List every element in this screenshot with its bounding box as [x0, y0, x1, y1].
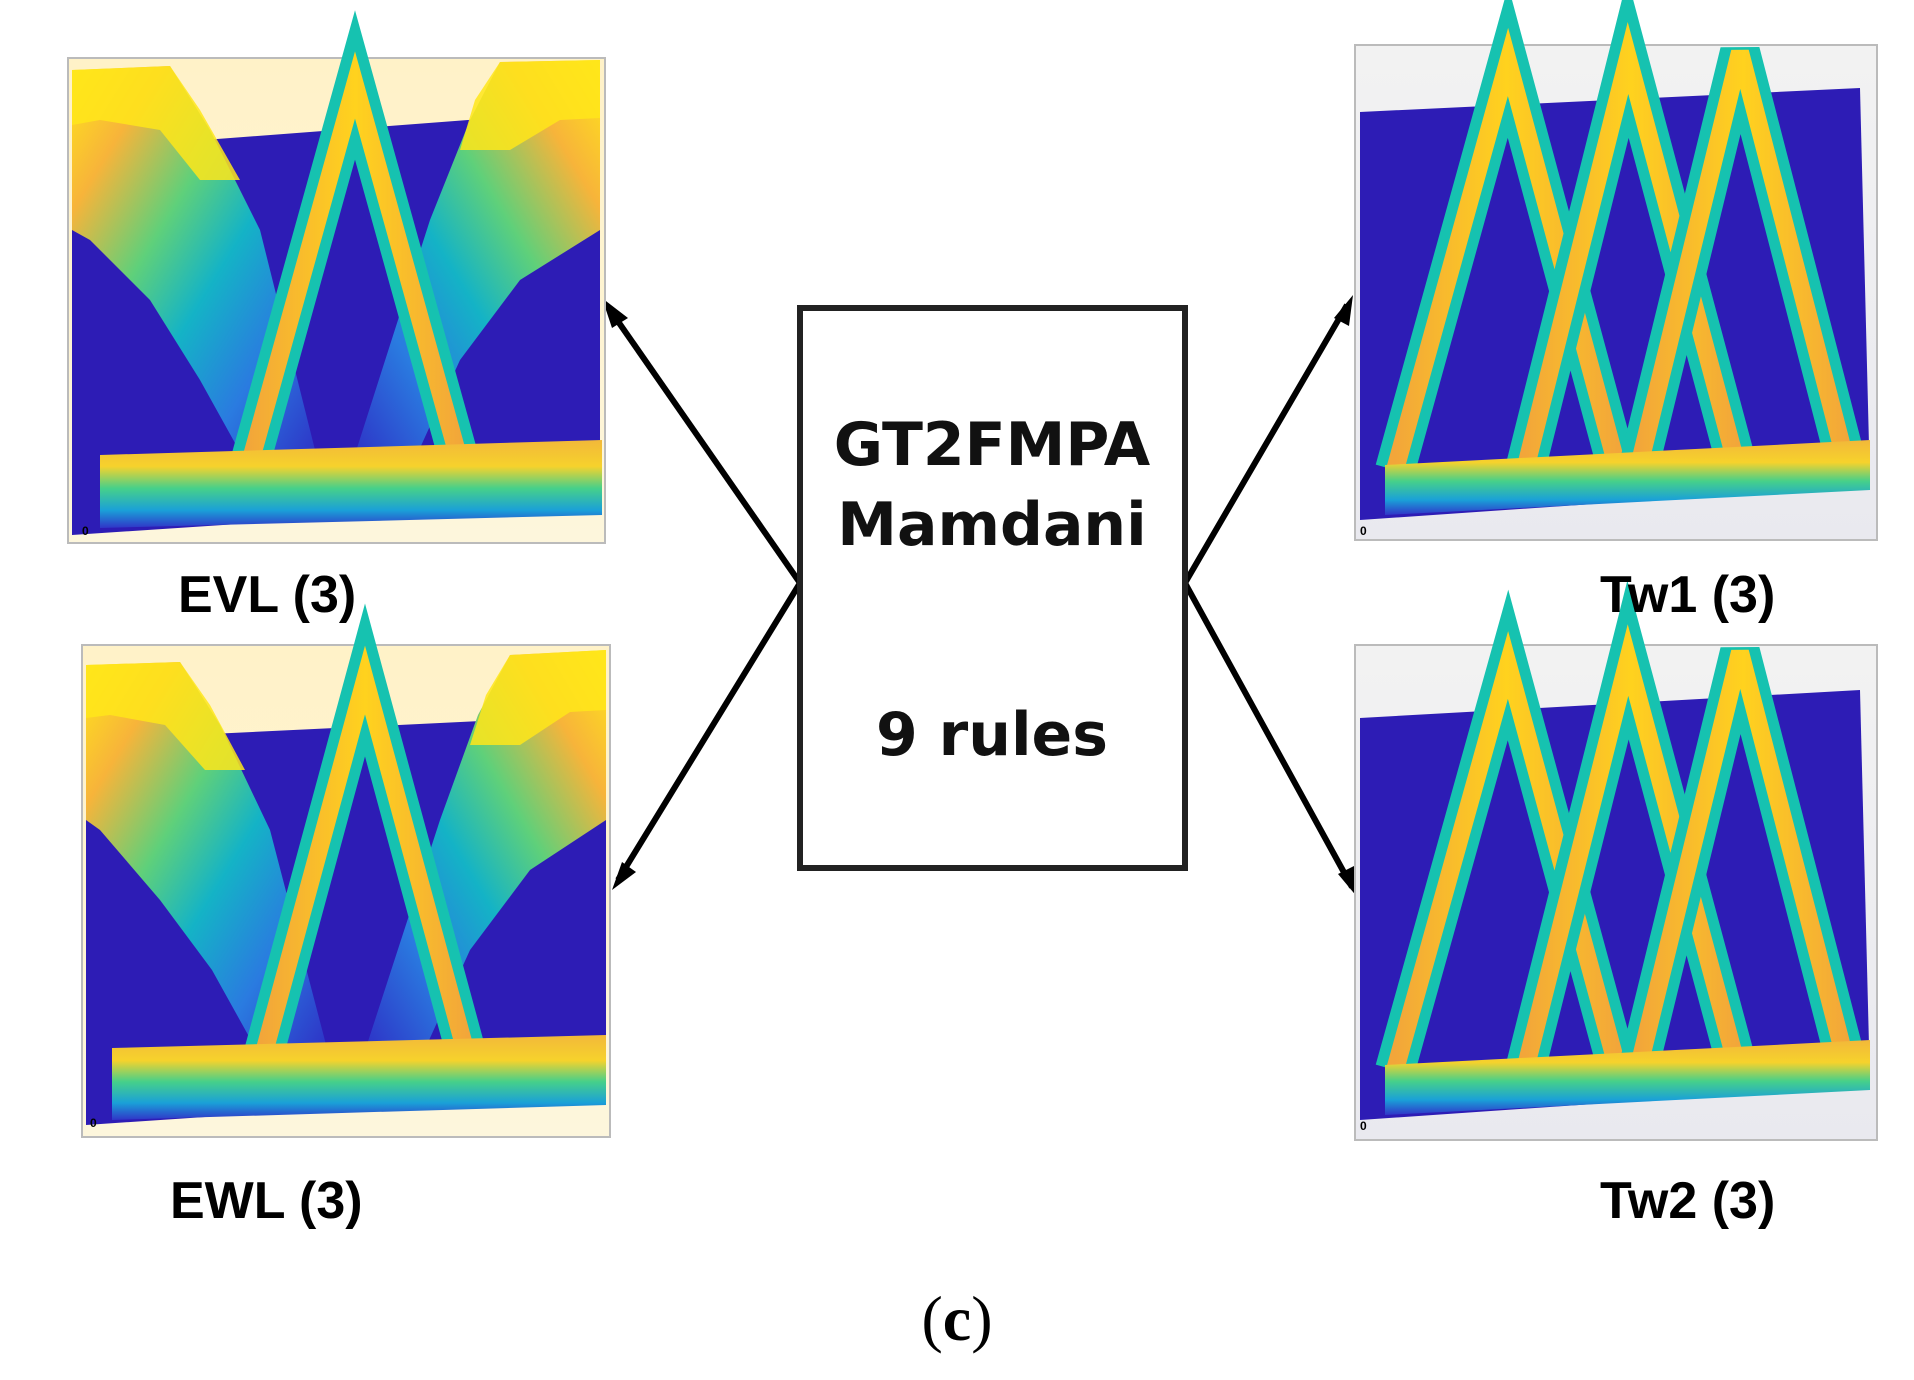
svg-text:0: 0 — [82, 524, 89, 538]
tw1-membership-plot: 0 — [1354, 0, 1878, 541]
evl-base-band — [100, 440, 602, 528]
arrowhead-tw2 — [1338, 866, 1358, 898]
arrow-to-tw1 — [1182, 303, 1350, 585]
center-rule-box: GT2FMPA Mamdani 9 rules — [797, 305, 1188, 871]
svg-text:0: 0 — [90, 1116, 97, 1130]
ewl-base-band — [112, 1035, 606, 1120]
svg-text:0: 0 — [1360, 524, 1367, 538]
arrow-to-ewl — [615, 581, 803, 882]
center-type: Mamdani — [837, 490, 1146, 560]
evl-high-shoulder — [350, 60, 600, 470]
tw2-triangles — [1375, 580, 1868, 1076]
connector-arrows — [605, 303, 1355, 889]
ewl-mid-triangle — [242, 603, 488, 1066]
tw2-membership-plot: 0 — [1354, 580, 1878, 1141]
evl-membership-plot: 0 — [67, 10, 606, 544]
evl-mid-triangle — [228, 10, 482, 476]
arrow-to-evl — [605, 305, 803, 585]
tw1-base-band — [1385, 440, 1870, 515]
tw1-triangles — [1375, 0, 1868, 476]
ewl-label: EWL (3) — [170, 1172, 363, 1230]
arrow-heads — [602, 295, 1358, 898]
tw2-label: Tw2 (3) — [1600, 1172, 1775, 1230]
arrowhead-evl — [602, 298, 628, 328]
subfigure-caption: (c) — [921, 1283, 992, 1354]
svg-text:0: 0 — [1360, 1119, 1367, 1133]
evl-label: EVL (3) — [178, 566, 356, 624]
arrowhead-ewl — [612, 862, 636, 890]
arrowhead-tw1 — [1334, 295, 1353, 326]
arrow-to-tw2 — [1182, 581, 1355, 889]
tw2-base-band — [1385, 1040, 1870, 1115]
ewl-membership-plot: 0 — [81, 603, 611, 1138]
center-rule-count: 9 rules — [876, 700, 1108, 770]
center-title: GT2FMPA — [834, 410, 1151, 480]
tw1-label: Tw1 (3) — [1600, 566, 1775, 624]
